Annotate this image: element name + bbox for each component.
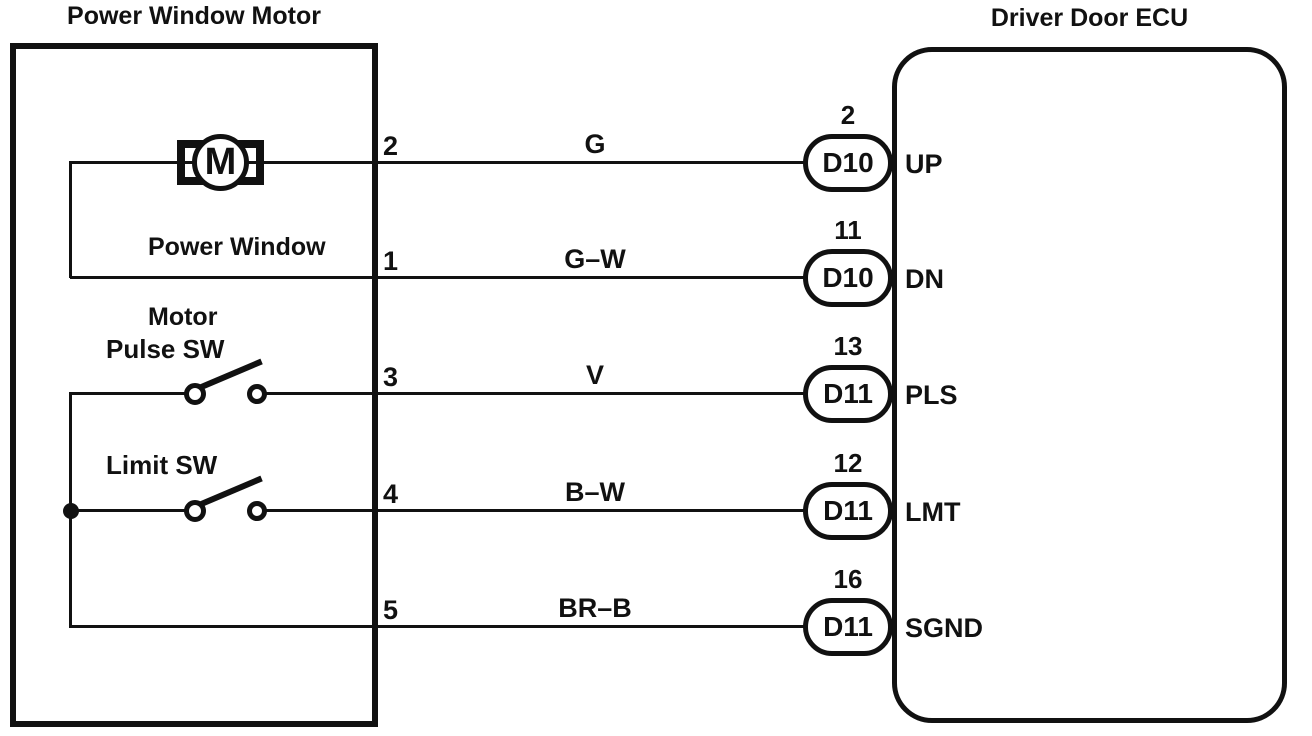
connector-code: D11	[823, 495, 873, 526]
wire-dn	[70, 276, 805, 279]
ecu-signal-label: PLS	[905, 380, 958, 410]
ecu-pin-number: 11	[834, 215, 862, 245]
ecu-signal-label: SGND	[905, 613, 984, 643]
terminal-number: 2	[383, 131, 399, 161]
motor-loop-wire	[69, 161, 72, 278]
connector-oval: D10	[803, 134, 893, 192]
pulse-switch-label: Pulse SW	[106, 334, 225, 364]
connector-code: D10	[822, 262, 874, 293]
ecu-pin-number: 2	[840, 100, 856, 130]
motor-label-line1: Power Window	[148, 233, 326, 261]
power-window-motor-box	[10, 43, 378, 727]
connector-oval: D10	[803, 249, 893, 307]
connector-code: D11	[823, 378, 873, 409]
wire-sgnd	[70, 625, 805, 628]
wire-pls-left	[70, 392, 186, 395]
left-box-title: Power Window Motor	[67, 2, 321, 30]
pulse-switch-contact-left-icon	[184, 383, 206, 405]
limit-switch-label: Limit SW	[106, 450, 218, 480]
wire-color-code: G	[584, 129, 606, 159]
motor-brush-right-icon	[235, 140, 264, 185]
wire-lmt-left	[70, 509, 186, 512]
terminal-number: 1	[383, 246, 399, 276]
connector-code: D11	[823, 611, 873, 642]
limit-switch-contact-right-icon	[247, 501, 267, 521]
ecu-pin-number: 13	[833, 331, 863, 361]
terminal-number: 4	[383, 479, 399, 509]
motor-symbol: M	[204, 141, 237, 183]
motor-icon: M	[192, 134, 249, 191]
ecu-pin-number: 12	[833, 448, 863, 478]
junction-dot	[63, 503, 79, 519]
ecu-signal-label: UP	[905, 149, 943, 179]
driver-door-ecu-box	[892, 47, 1287, 723]
wire-color-code: V	[585, 360, 604, 390]
motor-label: Power Window Motor	[148, 195, 326, 335]
ecu-signal-label: DN	[905, 264, 944, 294]
wire-color-code: G–W	[564, 244, 626, 274]
wire-up	[70, 161, 805, 164]
wire-color-code: BR–B	[558, 593, 632, 623]
right-box-title: Driver Door ECU	[990, 4, 1189, 32]
terminal-number: 5	[383, 595, 399, 625]
connector-code: D10	[822, 147, 874, 178]
ecu-signal-label: LMT	[905, 497, 961, 527]
wire-pls-right	[266, 392, 805, 395]
connector-oval: D11	[803, 365, 893, 423]
wire-color-code: B–W	[565, 477, 625, 507]
connector-oval: D11	[803, 598, 893, 656]
motor-label-line2: Motor	[148, 303, 218, 331]
motor-brush-left-icon	[177, 140, 206, 185]
connector-oval: D11	[803, 482, 893, 540]
wire-lmt-right	[266, 509, 805, 512]
pulse-switch-contact-right-icon	[247, 384, 267, 404]
ecu-pin-number: 16	[833, 564, 863, 594]
limit-switch-contact-left-icon	[184, 500, 206, 522]
terminal-number: 3	[383, 362, 399, 392]
